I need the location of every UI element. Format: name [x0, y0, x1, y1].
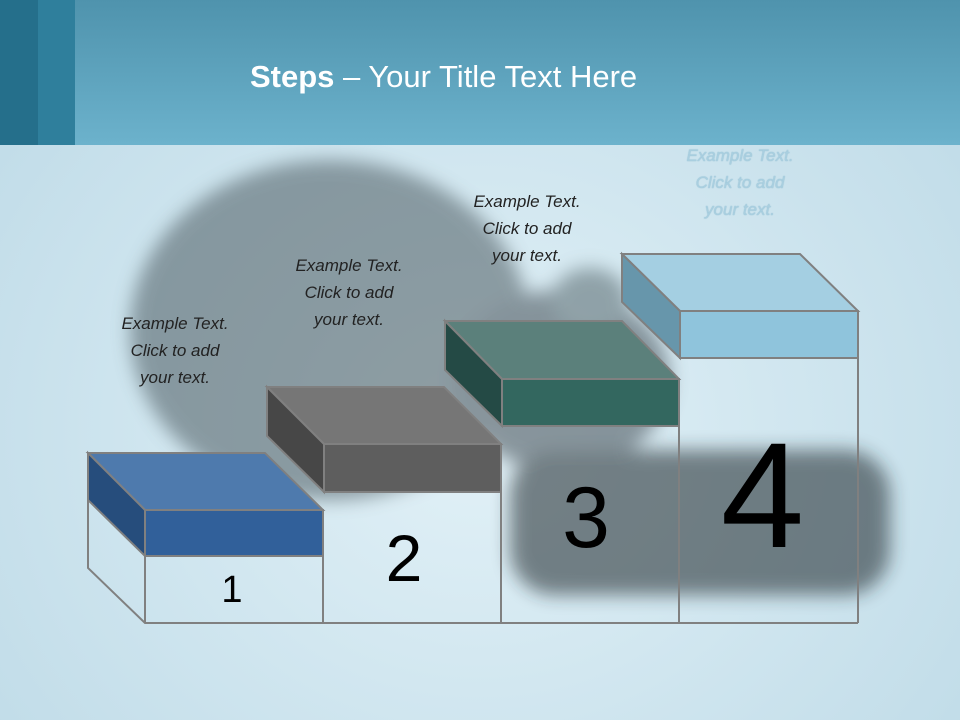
caption-line: Example Text. — [121, 314, 229, 333]
step-3-caption[interactable]: Example Text. Click to add your text. — [437, 188, 617, 269]
caption-line: Example Text. — [686, 146, 794, 165]
slide-title[interactable]: Steps – Your Title Text Here — [250, 55, 637, 99]
caption-line: Click to add — [130, 341, 220, 360]
mouse-ear-shape — [552, 268, 628, 332]
title-bold: Steps — [250, 59, 335, 94]
step-4-number: 4 — [720, 411, 805, 579]
step-2-block[interactable] — [264, 384, 504, 495]
caption-line: Click to add — [695, 173, 785, 192]
step-3-number: 3 — [562, 470, 610, 566]
step-1-block[interactable] — [85, 450, 326, 559]
caption-line: your text. — [492, 246, 562, 265]
step-2-caption[interactable]: Example Text. Click to add your text. — [259, 252, 439, 333]
step-2-front — [323, 443, 502, 493]
header-bar — [0, 0, 960, 145]
step-1-front — [144, 509, 324, 557]
phone-shape — [510, 450, 890, 595]
step-2-number: 2 — [385, 521, 423, 595]
caption-line: Click to add — [304, 283, 394, 302]
caption-line: your text. — [705, 200, 775, 219]
step-3-block[interactable] — [442, 318, 682, 429]
step-1-number: 1 — [221, 569, 243, 611]
caption-line: Example Text. — [473, 192, 581, 211]
caption-line: your text. — [314, 310, 384, 329]
header-accent-stripe — [0, 0, 38, 145]
step-4-caption[interactable]: Example Text. Click to add your text. — [650, 142, 830, 223]
step-1-caption[interactable]: Example Text. Click to add your text. — [85, 310, 265, 391]
caption-line: Example Text. — [295, 256, 403, 275]
title-rest: – Your Title Text Here — [334, 59, 638, 94]
caption-line: Click to add — [482, 219, 572, 238]
step-4-front — [679, 310, 859, 359]
caption-line: your text. — [140, 368, 210, 387]
step-3-front — [501, 378, 680, 427]
step-4-block[interactable] — [619, 251, 861, 361]
